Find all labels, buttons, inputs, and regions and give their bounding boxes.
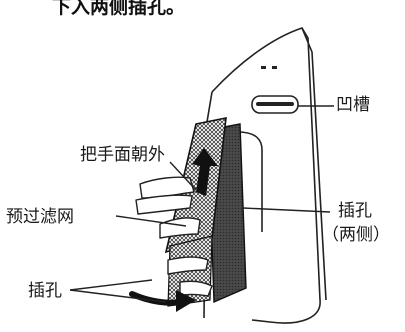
label-slot-right-note: （两侧）: [322, 225, 390, 245]
heading-fragment: 下入两侧插孔。: [52, 0, 186, 18]
label-groove: 凹槽: [336, 95, 370, 115]
label-pre-filter: 预过滤网: [6, 207, 74, 227]
control-buttons: [261, 66, 277, 69]
hands: [135, 176, 213, 297]
up-arrow-icon: [192, 148, 218, 196]
label-slot-bottom: 插孔: [28, 281, 62, 301]
leader-lines: [69, 105, 334, 303]
label-handle-out: 把手面朝外: [80, 145, 165, 165]
groove-recess: [251, 95, 299, 114]
label-slot-right: 插孔: [338, 201, 372, 221]
